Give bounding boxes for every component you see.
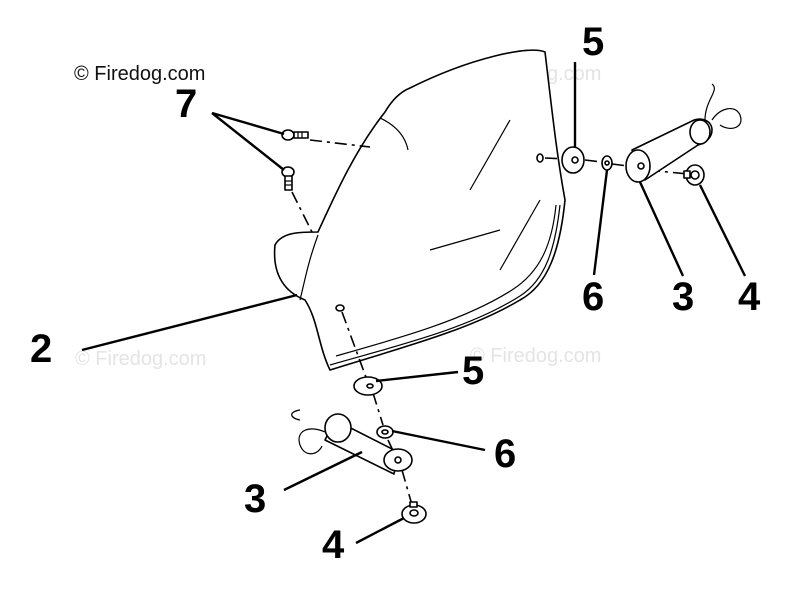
leader-7b xyxy=(211,112,285,171)
callout-3-bottom: 3 xyxy=(244,477,266,521)
mirror-bracket-top xyxy=(625,83,742,183)
leader-6-top xyxy=(592,169,609,276)
grommet-top xyxy=(601,155,613,171)
axis-line-bottom-stack xyxy=(341,311,413,506)
callout-3-top: 3 xyxy=(672,275,694,319)
callout-4-top: 4 xyxy=(738,275,761,319)
windshield xyxy=(273,49,566,371)
callout-6-bottom: 6 xyxy=(494,432,516,476)
axis-line-screw-upper xyxy=(309,139,371,148)
screw-lower xyxy=(281,166,295,191)
axis-line-screw-lower xyxy=(291,191,313,233)
leader-7a xyxy=(211,111,285,136)
callout-7: 7 xyxy=(175,82,197,126)
leader-2 xyxy=(81,293,298,352)
leader-3-bottom xyxy=(283,450,363,492)
axis-line-top-stack xyxy=(544,157,689,175)
leader-3-top xyxy=(638,181,685,277)
callout-5-bottom: 5 xyxy=(462,349,484,393)
leader-4-top xyxy=(698,184,747,277)
leader-6-bottom xyxy=(391,429,486,452)
callout-2: 2 xyxy=(30,327,52,371)
grommet-bottom xyxy=(376,425,394,439)
mirror-bracket-bottom xyxy=(291,409,413,475)
callout-6-top: 6 xyxy=(582,275,604,319)
leader-5-bottom xyxy=(375,370,459,383)
callout-5-top: 5 xyxy=(582,20,604,64)
washer-bottom xyxy=(353,376,383,396)
watermark-right: © Firedog.com xyxy=(470,345,601,367)
screw-upper xyxy=(281,129,309,141)
watermark-left: © Firedog.com xyxy=(75,348,206,370)
washer-top xyxy=(561,146,585,174)
leader-4-bottom xyxy=(355,516,405,545)
knob-top xyxy=(683,164,705,186)
knob-bottom xyxy=(401,501,427,524)
callout-4-bottom: 4 xyxy=(322,523,345,567)
copyright-label: © Firedog.com xyxy=(74,63,205,85)
